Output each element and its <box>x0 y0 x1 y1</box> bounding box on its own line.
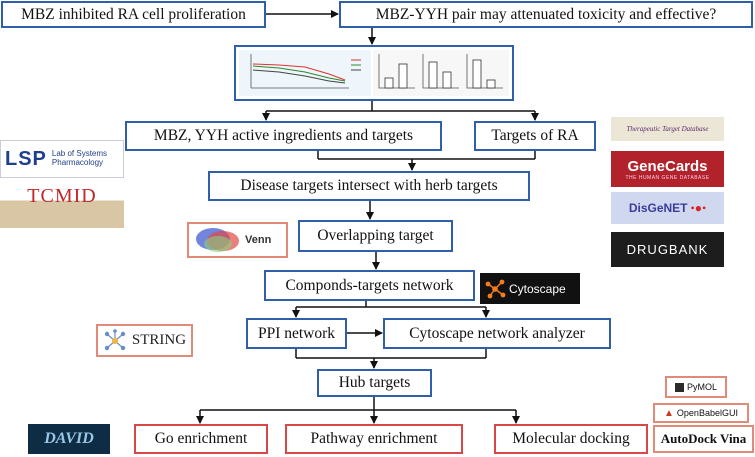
drugbank-text: DRUGBANK <box>626 242 709 257</box>
disease-intersect-label: Disease targets intersect with herb targ… <box>240 177 498 194</box>
openbabel-text: OpenBabelGUI <box>676 408 738 418</box>
ppi-network-label: PPI network <box>257 324 336 342</box>
david-logo: DAVID <box>28 424 110 454</box>
tcmid-text: TCMID <box>27 184 97 207</box>
targets-ra-label: Targets of RA <box>491 127 579 144</box>
pathway-enrichment-label: Pathway enrichment <box>310 430 438 447</box>
active-ingredients-label: MBZ, YYH active ingredients and targets <box>153 127 414 144</box>
bar-plots-thumbnail <box>373 50 509 96</box>
pair-question-box: MBZ-YYH pair may attenuated toxicity and… <box>339 1 753 28</box>
openbabel-logo: ▲ OpenBabelGUI <box>653 403 749 423</box>
pymol-icon <box>674 382 684 392</box>
cytoscape-analyzer-box: Cytoscape network analyzer <box>383 318 611 349</box>
pathway-enrichment-box: Pathway enrichment <box>285 424 463 454</box>
active-ingredients-box: MBZ, YYH active ingredients and targets <box>125 121 442 151</box>
molecule-icon: •●• <box>690 200 707 215</box>
molecular-docking-label: Molecular docking <box>512 430 630 447</box>
genecards-sub: THE HUMAN GENE DATABASE <box>625 174 710 181</box>
tcmid-logo: TCMID <box>0 178 124 228</box>
disease-intersect-box: Disease targets intersect with herb targ… <box>208 171 530 201</box>
lsp-logo: LSP Lab of Systems Pharmacology <box>0 140 124 178</box>
disgenet-logo: DisGeNET •●• <box>611 192 724 224</box>
hub-targets-label: Hub targets <box>338 374 411 391</box>
string-text: STRING <box>131 332 187 348</box>
mbz-inhibited-label: MBZ inhibited RA cell proliferation <box>21 5 246 23</box>
venn-text: Venn <box>245 234 272 246</box>
mbz-inhibited-box: MBZ inhibited RA cell proliferation <box>1 1 266 28</box>
experiment-results-figure <box>234 45 514 101</box>
ttd-logo: Therapeutic Target Database <box>611 117 724 141</box>
genecards-name: GeneCards <box>627 157 708 175</box>
molecular-docking-box: Molecular docking <box>494 424 648 454</box>
lsp-mark: LSP <box>5 147 47 170</box>
cytoscape-analyzer-label: Cytoscape network analyzer <box>409 324 585 342</box>
pymol-text: PyMOL <box>686 382 717 392</box>
overlapping-target-box: Overlapping target <box>298 220 453 252</box>
targets-ra-box: Targets of RA <box>474 121 596 151</box>
autodock-logo: AutoDock Vina <box>653 425 754 453</box>
openbabel-icon: ▲ <box>664 407 674 419</box>
david-text: DAVID <box>44 430 94 447</box>
go-enrichment-box: Go enrichment <box>134 424 268 454</box>
hub-targets-box: Hub targets <box>317 369 432 397</box>
cytoscape-network-icon <box>485 279 506 298</box>
go-enrichment-label: Go enrichment <box>154 430 248 447</box>
string-network-icon <box>104 328 126 350</box>
drugbank-logo: DRUGBANK <box>611 232 724 267</box>
overlapping-target-label: Overlapping target <box>317 227 434 244</box>
lsp-text: Lab of Systems Pharmacology <box>51 149 108 167</box>
string-logo: STRING <box>96 324 193 357</box>
autodock-text: AutoDock Vina <box>660 431 747 446</box>
cytoscape-text: Cytoscape <box>509 281 566 296</box>
genecards-logo: GeneCards THE HUMAN GENE DATABASE <box>611 151 724 187</box>
venn-logo: Venn <box>187 222 288 258</box>
pymol-logo: PyMOL <box>665 376 727 398</box>
venn-diagram-icon <box>196 228 239 252</box>
ttd-text: Therapeutic Target Database <box>626 125 709 133</box>
line-plot-thumbnail <box>239 50 371 96</box>
cytoscape-logo: Cytoscape <box>480 273 580 304</box>
disgenet-text: DisGeNET <box>628 201 688 215</box>
ppi-network-box: PPI network <box>246 318 347 349</box>
network-label: Componds-targets network <box>285 276 454 294</box>
network-box: Componds-targets network <box>264 270 475 301</box>
pair-question-label: MBZ-YYH pair may attenuated toxicity and… <box>375 5 717 23</box>
